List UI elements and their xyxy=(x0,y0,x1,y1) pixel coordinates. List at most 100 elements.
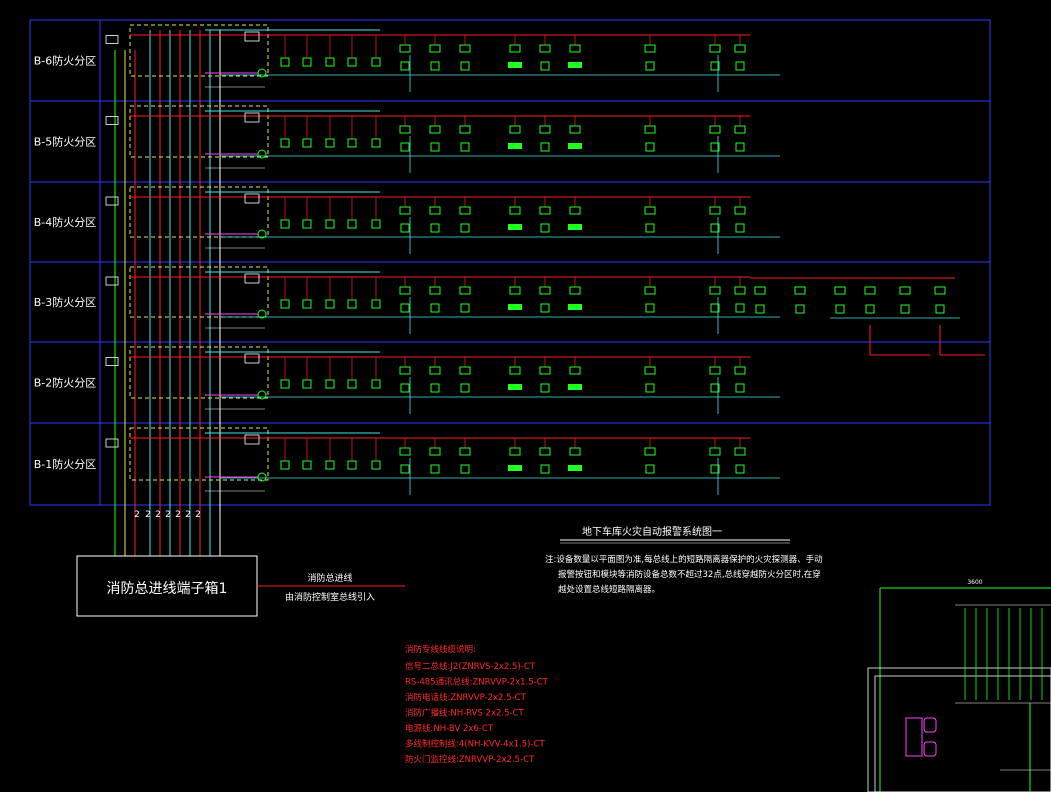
chain-module xyxy=(644,447,656,456)
extension-device xyxy=(900,304,910,314)
chain-device xyxy=(540,464,550,474)
filled-device xyxy=(568,224,582,230)
cable-legend: 信号二总线:J2(ZNRVS-2x2.5)-CTRS-485通讯总线:ZNRVV… xyxy=(405,661,549,765)
isolator-box xyxy=(105,35,119,44)
chain-device xyxy=(645,383,655,393)
chain-module xyxy=(509,206,521,215)
chain-module xyxy=(709,447,721,456)
zone-label: B-5防火分区 xyxy=(34,135,97,149)
chain-module xyxy=(509,125,521,134)
chain-module xyxy=(459,366,471,375)
bus-count: 2 xyxy=(165,510,171,520)
extension-module xyxy=(864,286,876,295)
control-room-layout: 3600 xyxy=(867,579,1051,792)
chain-module xyxy=(644,125,656,134)
chain-device xyxy=(540,303,550,313)
dimension-label: 3600 xyxy=(967,579,982,586)
si-module xyxy=(244,273,260,284)
chain-module xyxy=(509,286,521,295)
chain-module xyxy=(429,286,441,295)
chain-module xyxy=(569,366,581,375)
isolator-box xyxy=(105,196,119,206)
feeder-top-label: 消防总进线 xyxy=(307,572,352,584)
module-box xyxy=(129,427,269,481)
chain-module xyxy=(509,366,521,375)
chain-device xyxy=(430,61,440,71)
chain-module xyxy=(399,447,411,456)
si-module xyxy=(244,112,260,123)
isolator-box xyxy=(105,276,119,286)
extension-module xyxy=(754,286,766,295)
detector-symbol xyxy=(280,219,290,229)
chain-device xyxy=(430,303,440,313)
chain-device xyxy=(735,223,745,233)
chain-device xyxy=(735,61,745,71)
chain-module xyxy=(399,44,411,53)
detector-symbol xyxy=(347,379,357,389)
bus-count: 2 xyxy=(134,510,140,520)
bus-count: 2 xyxy=(185,510,191,520)
detector-symbol xyxy=(280,379,290,389)
detector-symbol xyxy=(302,379,312,389)
chain-module xyxy=(734,206,746,215)
chain-device xyxy=(430,223,440,233)
chain-device xyxy=(645,464,655,474)
module-box xyxy=(129,24,269,77)
chain-module xyxy=(429,206,441,215)
filled-device xyxy=(568,304,582,310)
chain-device xyxy=(460,223,470,233)
chain-module xyxy=(539,286,551,295)
chain-device xyxy=(460,383,470,393)
detector-symbol xyxy=(302,460,312,470)
isolator-box xyxy=(105,438,119,448)
detector-symbol xyxy=(325,138,335,148)
si-module xyxy=(244,31,260,42)
detector-symbol xyxy=(325,299,335,309)
bus-count: 2 xyxy=(145,510,151,520)
chain-device xyxy=(645,303,655,313)
chain-device xyxy=(710,223,720,233)
speaker-symbol xyxy=(257,68,267,78)
chain-device xyxy=(645,142,655,152)
detector-symbol xyxy=(302,299,312,309)
extension-red-drop xyxy=(939,325,985,356)
detector-symbol xyxy=(371,379,381,389)
chain-device xyxy=(710,464,720,474)
chain-device xyxy=(430,464,440,474)
chain-module xyxy=(644,286,656,295)
legend-item: RS-485通讯总线:ZNRVVP-2x1.5-CT xyxy=(405,677,549,688)
detector-symbol xyxy=(347,299,357,309)
extension-device xyxy=(935,304,945,314)
chain-device xyxy=(400,464,410,474)
chain-device xyxy=(540,223,550,233)
detector-symbol xyxy=(371,219,381,229)
extension-module xyxy=(794,286,806,295)
legend-title: 消防专线线缆说明: xyxy=(405,644,476,655)
chain-device xyxy=(710,383,720,393)
chain-module xyxy=(709,286,721,295)
detector-symbol xyxy=(325,460,335,470)
chain-device xyxy=(400,303,410,313)
extension-device xyxy=(835,304,845,314)
chain-module xyxy=(569,125,581,134)
chain-module xyxy=(709,44,721,53)
detector-symbol xyxy=(347,57,357,67)
chain-module xyxy=(569,447,581,456)
legend-item: 电源线:NH-BV 2x6-CT xyxy=(405,723,494,734)
zone-label: B-2防火分区 xyxy=(34,376,97,390)
chain-module xyxy=(429,44,441,53)
detector-symbol xyxy=(302,219,312,229)
detector-symbol xyxy=(302,57,312,67)
note-line-3: 越处设置总线短路隔离器。 xyxy=(558,584,660,595)
chain-module xyxy=(539,206,551,215)
detector-symbol xyxy=(325,379,335,389)
zone-label: B-1防火分区 xyxy=(34,457,97,471)
chain-module xyxy=(459,125,471,134)
chain-device xyxy=(430,383,440,393)
module-box xyxy=(129,105,269,158)
chain-module xyxy=(399,286,411,295)
chain-device xyxy=(460,142,470,152)
speaker-symbol xyxy=(257,229,267,239)
